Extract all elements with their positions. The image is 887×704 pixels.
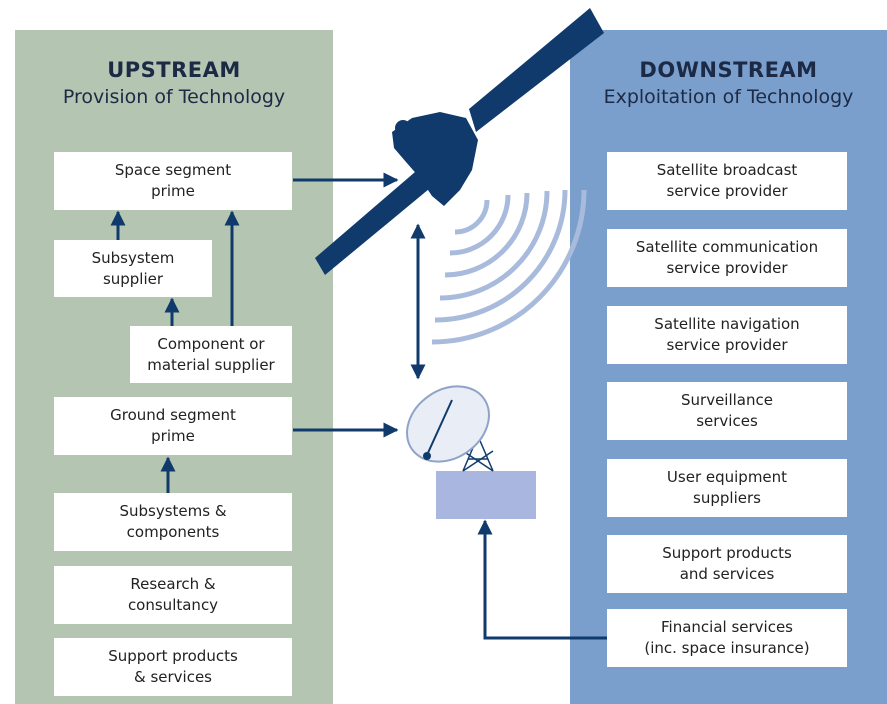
subsystems-components-box: Subsystems &components [54, 493, 292, 551]
upstream-title: UPSTREAM [107, 58, 241, 82]
box-label: Research &consultancy [127, 575, 219, 614]
downstream-subtitle: Exploitation of Technology [603, 86, 854, 108]
financial-services-box: Financial services(inc. space insurance) [607, 609, 847, 667]
satellite-icon [315, 8, 604, 275]
arrows [110, 172, 607, 640]
research-consultancy-box: Research &consultancy [54, 566, 292, 624]
box-label: Support products& services [108, 647, 238, 686]
signal-waves-icon [431, 189, 587, 345]
dish-antenna-icon [406, 385, 536, 519]
arrow-financial-to-ground-station [477, 519, 607, 640]
box-label: Subsystems &components [119, 502, 227, 541]
downstream-title: DOWNSTREAM [639, 58, 818, 82]
upstream-subtitle: Provision of Technology [62, 86, 286, 108]
box-label: Financial services(inc. space insurance) [644, 618, 810, 657]
support-products-box: Support products& services [54, 638, 292, 696]
